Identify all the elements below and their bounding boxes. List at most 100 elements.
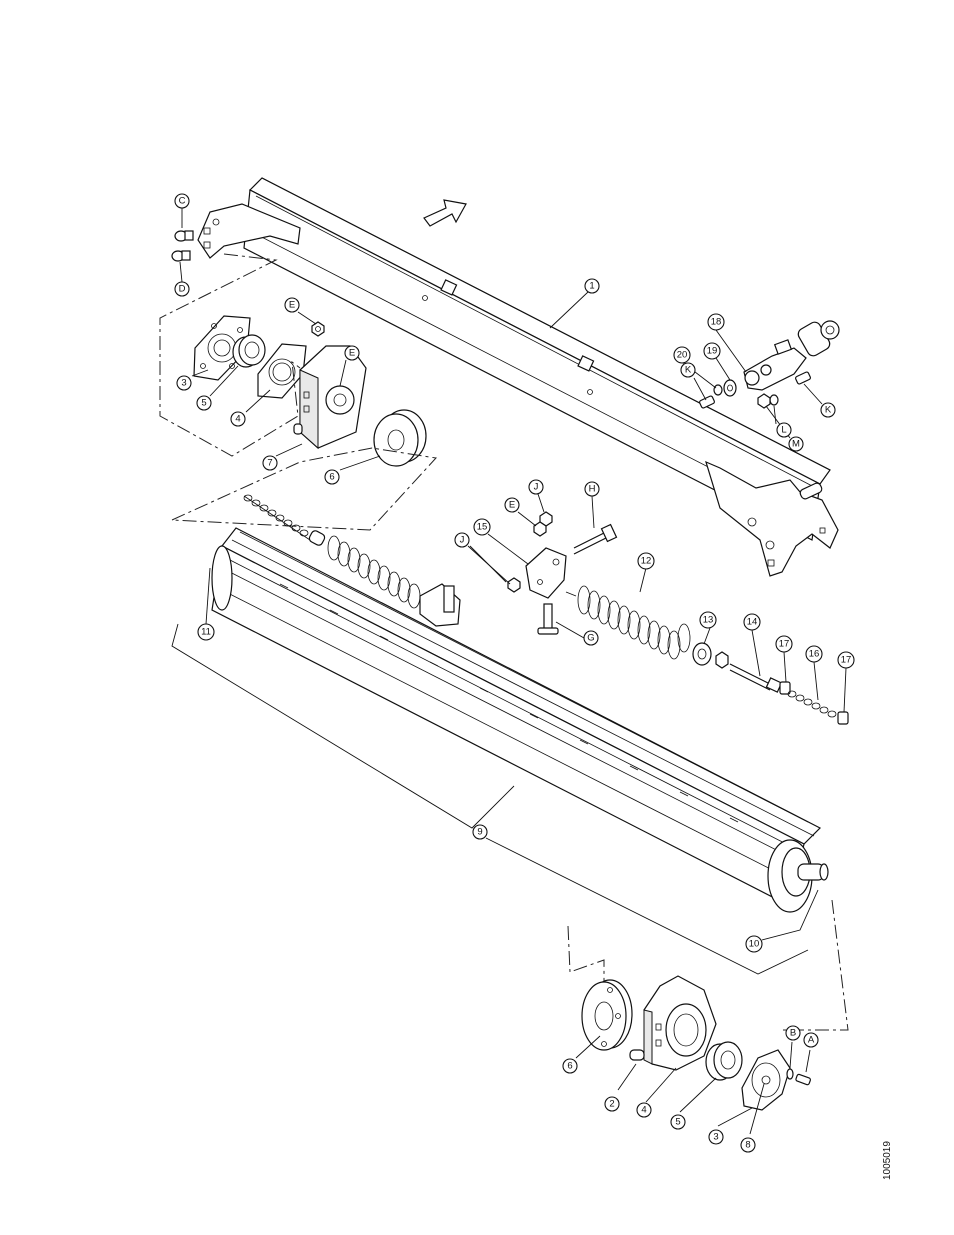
- nut-J-lower: [507, 577, 521, 593]
- chain-16: [787, 690, 837, 718]
- main-tube: [243, 177, 831, 541]
- callout-E-middle: E: [504, 497, 520, 513]
- callout-3-right: 3: [708, 1129, 724, 1145]
- callout-7: 7: [262, 455, 278, 471]
- callout-K-left: K: [680, 362, 696, 378]
- svg-text:7: 7: [267, 458, 272, 469]
- svg-text:18: 18: [711, 317, 722, 328]
- svg-text:A: A: [808, 1035, 815, 1046]
- svg-text:5: 5: [675, 1117, 680, 1128]
- bearing-5-left: [232, 334, 266, 368]
- callout-4-left: 4: [230, 411, 246, 427]
- bolt-K-right: [795, 371, 811, 385]
- callout-J-top: J: [528, 479, 544, 495]
- callout-3-left: 3: [176, 375, 192, 391]
- callout-M: M: [788, 436, 804, 452]
- callout-G: G: [583, 630, 599, 646]
- svg-text:9: 9: [477, 827, 482, 838]
- nut-E-upper: [311, 321, 325, 337]
- svg-text:17: 17: [841, 655, 852, 666]
- linkage-18: [743, 320, 840, 391]
- svg-text:K: K: [685, 365, 692, 376]
- callout-16: 16: [805, 645, 823, 663]
- svg-text:C: C: [179, 196, 186, 207]
- drum-spring-chain: [243, 494, 461, 627]
- svg-text:4: 4: [235, 414, 240, 425]
- svg-text:M: M: [792, 439, 800, 450]
- right-mount-bracket: [705, 460, 839, 577]
- callout-C: C: [174, 193, 190, 209]
- nut-E-middle: [533, 521, 547, 537]
- svg-text:L: L: [781, 425, 786, 436]
- svg-text:2: 2: [609, 1099, 614, 1110]
- svg-text:J: J: [460, 535, 465, 546]
- direction-arrow-icon: [423, 199, 467, 227]
- callout-15: 15: [473, 518, 491, 536]
- pin-G: [537, 603, 559, 635]
- svg-text:12: 12: [641, 556, 652, 567]
- callout-12: 12: [637, 552, 655, 570]
- callout-6-right: 6: [562, 1058, 578, 1074]
- svg-text:E: E: [509, 500, 515, 511]
- callout-B: B: [785, 1025, 801, 1041]
- callouts: C D E E 3 5 4 7 6 1 18 19 20 K K L M J E…: [174, 193, 855, 1153]
- washer-B: [786, 1068, 794, 1080]
- washer-20: [713, 384, 723, 396]
- svg-text:10: 10: [749, 939, 760, 950]
- callout-2: 2: [604, 1096, 620, 1112]
- assembly-boundary-left: [159, 253, 437, 531]
- svg-text:11: 11: [201, 627, 211, 638]
- callout-9: 9: [472, 824, 488, 840]
- callout-13: 13: [699, 611, 717, 629]
- disc-6-right: [581, 979, 633, 1051]
- bearing-5-right: [705, 1041, 743, 1081]
- callout-D: D: [174, 281, 190, 297]
- svg-text:13: 13: [703, 615, 714, 626]
- svg-text:G: G: [587, 633, 594, 644]
- spring-12: [565, 585, 691, 660]
- disc-6-left: [373, 409, 427, 467]
- callout-17-left: 17: [775, 635, 793, 653]
- drum-slots: [279, 583, 739, 823]
- bolt-D: [171, 250, 191, 262]
- adjuster-13: [692, 642, 729, 669]
- figure-number-text: 1005019: [882, 1141, 893, 1180]
- bracket-15: [525, 547, 567, 599]
- svg-text:3: 3: [713, 1132, 718, 1143]
- callout-8: 8: [740, 1137, 756, 1153]
- callout-E-housing: E: [344, 345, 360, 361]
- svg-text:6: 6: [329, 472, 334, 483]
- callout-20: 20: [673, 346, 691, 364]
- svg-text:17: 17: [779, 639, 790, 650]
- bolt-K-left: [699, 395, 715, 409]
- callout-5-left: 5: [196, 395, 212, 411]
- left-mount-bracket: [197, 203, 301, 259]
- svg-text:8: 8: [745, 1140, 750, 1151]
- flange-plate-3-right: [741, 1049, 791, 1111]
- rod-14: [729, 663, 783, 693]
- washer-L: [769, 394, 779, 406]
- housing-2-right: [629, 975, 717, 1071]
- callout-10: 10: [745, 935, 763, 953]
- callout-14: 14: [743, 613, 761, 631]
- callout-11: 11: [197, 623, 215, 641]
- callout-H: H: [584, 481, 600, 497]
- svg-text:3: 3: [181, 378, 186, 389]
- connector-link-17-left: [779, 681, 791, 695]
- callout-4-right: 4: [636, 1102, 652, 1118]
- callout-1: 1: [584, 278, 600, 294]
- svg-text:B: B: [790, 1028, 796, 1039]
- callout-E-top: E: [284, 297, 300, 313]
- svg-text:K: K: [825, 405, 832, 416]
- bolt-H: [573, 523, 618, 555]
- bolt-A: [795, 1073, 811, 1086]
- callout-5-right: 5: [670, 1114, 686, 1130]
- callout-L: L: [776, 422, 792, 438]
- svg-text:6: 6: [567, 1061, 572, 1072]
- callout-K-right: K: [820, 402, 836, 418]
- connector-link-17-right: [837, 711, 849, 725]
- svg-text:19: 19: [707, 346, 718, 357]
- nut-M: [757, 393, 771, 409]
- callout-A: A: [803, 1032, 819, 1048]
